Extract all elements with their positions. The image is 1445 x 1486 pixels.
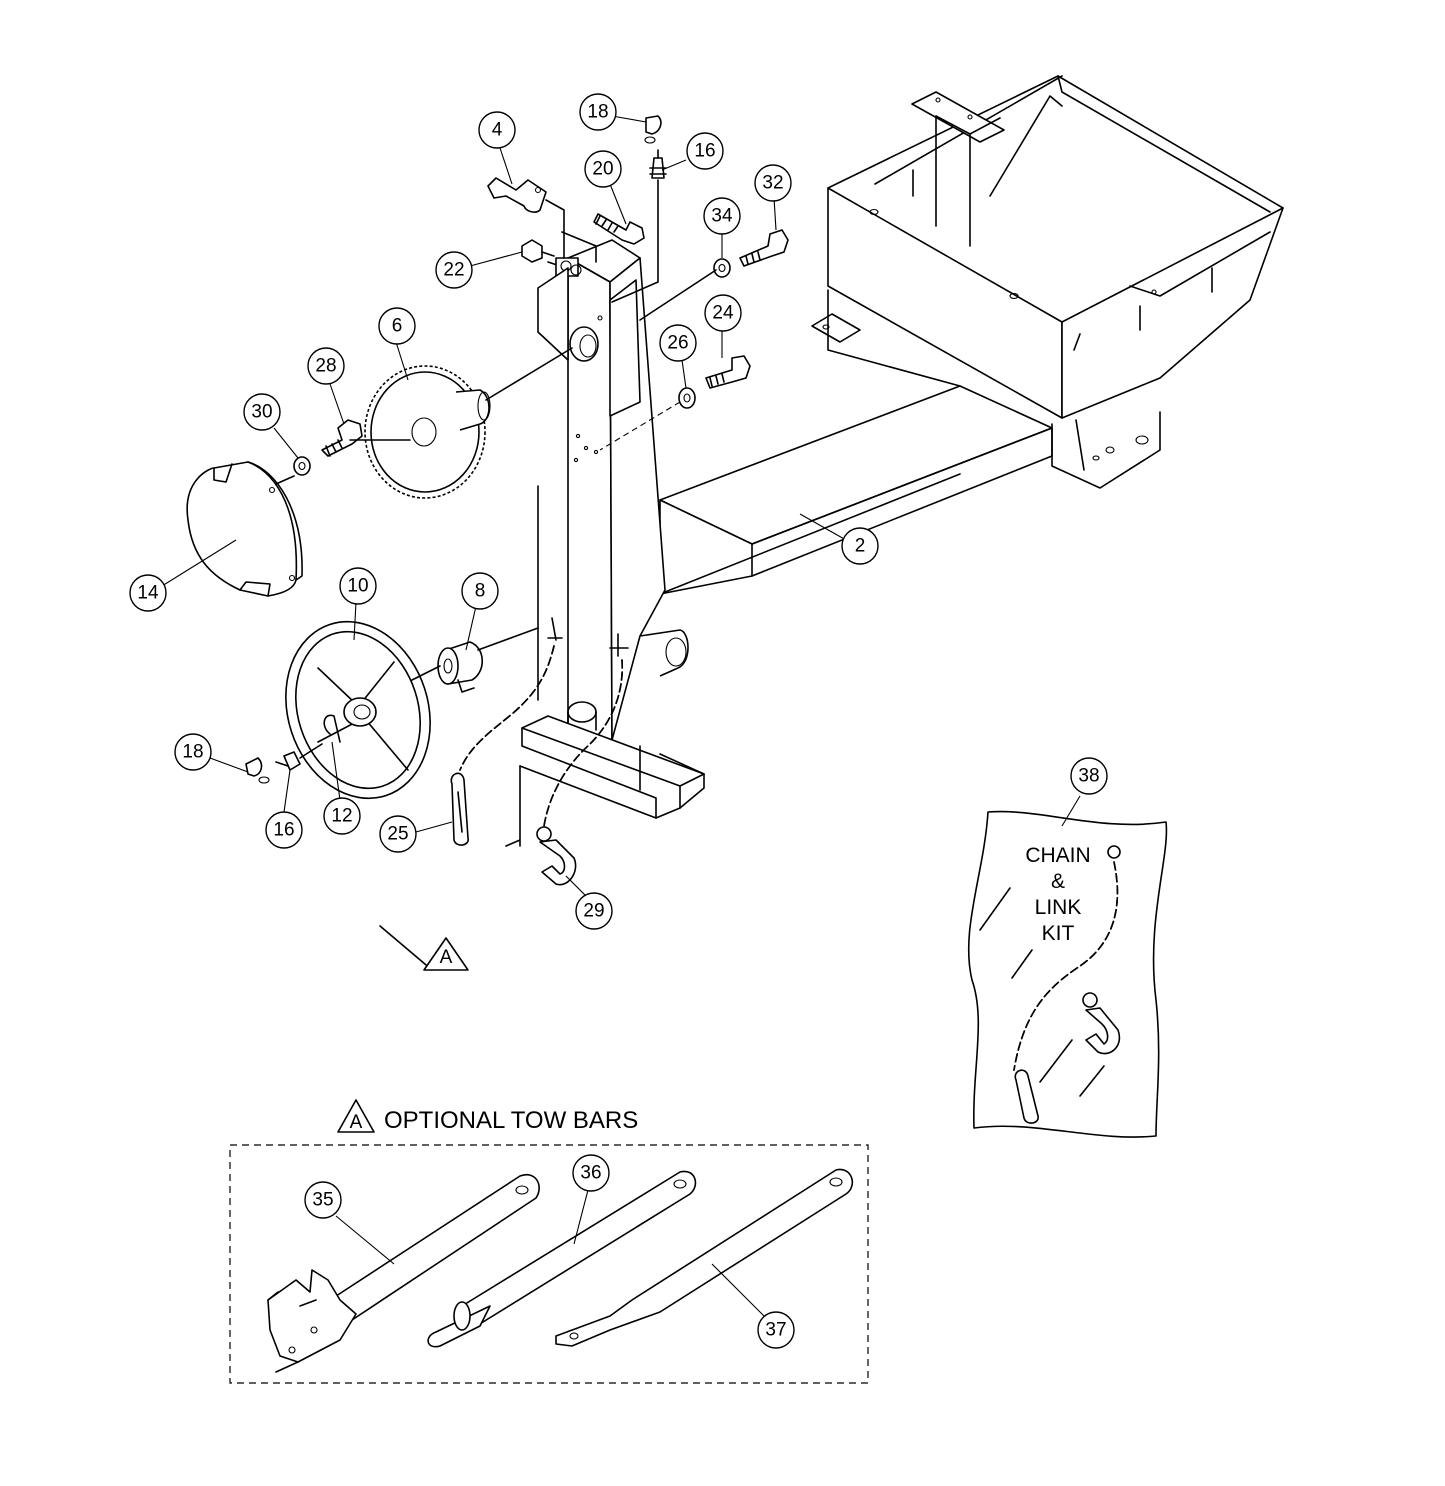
optional-tow-bars: A OPTIONAL TOW BARS — [229, 1099, 869, 1384]
callout-8: 8 — [461, 572, 499, 610]
kit-label-line4: KIT — [1042, 922, 1075, 945]
svg-text:35: 35 — [312, 1190, 333, 1211]
callout-28: 28 — [307, 347, 345, 385]
callout-16-bottom: 16 — [265, 811, 303, 849]
svg-text:24: 24 — [712, 303, 734, 324]
svg-text:20: 20 — [592, 159, 613, 180]
jack-post — [505, 231, 705, 847]
svg-text:32: 32 — [762, 173, 783, 194]
svg-text:22: 22 — [443, 260, 464, 281]
sprocket-gear — [364, 365, 491, 499]
svg-text:25: 25 — [387, 824, 408, 845]
callout-29: 29 — [575, 892, 613, 930]
callout-14: 14 — [129, 574, 167, 612]
svg-text:30: 30 — [251, 402, 272, 423]
callout-24: 24 — [704, 294, 742, 332]
callout-34: 34 — [703, 197, 741, 235]
tow-bars-frame — [229, 1144, 869, 1384]
svg-text:2: 2 — [855, 536, 866, 557]
svg-text:36: 36 — [580, 1163, 601, 1184]
svg-text:10: 10 — [347, 576, 368, 597]
svg-text:8: 8 — [475, 581, 486, 602]
svg-text:28: 28 — [315, 356, 336, 377]
svg-text:14: 14 — [137, 583, 159, 604]
callout-26: 26 — [659, 324, 697, 362]
svg-text:38: 38 — [1078, 766, 1099, 787]
callout-20: 20 — [584, 150, 622, 188]
hopper-box — [811, 75, 1284, 489]
hand-wheel — [285, 620, 484, 800]
svg-text:4: 4 — [492, 120, 503, 141]
tongue-beam — [659, 289, 1053, 595]
callout-10: 10 — [339, 567, 377, 605]
tow-bars-title: OPTIONAL TOW BARS — [384, 1107, 638, 1134]
svg-text:18: 18 — [587, 102, 608, 123]
section-a-letter: A — [440, 947, 453, 968]
callout-18-bottom: 18 — [174, 733, 212, 771]
tow-bars-marker: A — [350, 1112, 363, 1133]
callout-36: 36 — [572, 1154, 610, 1192]
svg-text:18: 18 — [182, 742, 203, 763]
callout-35: 35 — [304, 1181, 342, 1219]
svg-text:37: 37 — [765, 1320, 786, 1341]
callout-38: 38 — [1070, 757, 1108, 795]
gear-cover — [186, 461, 303, 597]
svg-text:6: 6 — [392, 316, 403, 337]
kit-label-line3: LINK — [1035, 896, 1082, 919]
svg-text:16: 16 — [694, 141, 715, 162]
svg-text:16: 16 — [273, 820, 294, 841]
callout-18-top: 18 — [579, 93, 617, 131]
kit-label-line1: CHAIN — [1025, 844, 1090, 867]
callout-12: 12 — [323, 797, 361, 835]
callout-4: 4 — [478, 111, 516, 149]
chain-link-kit-bag: CHAIN & LINK KIT — [967, 810, 1168, 1138]
svg-text:29: 29 — [583, 901, 604, 922]
safety-chains — [450, 617, 629, 886]
callout-32: 32 — [754, 164, 792, 202]
callout-22: 22 — [435, 251, 473, 289]
callout-30: 30 — [243, 393, 281, 431]
callout-37: 37 — [757, 1311, 795, 1349]
svg-text:34: 34 — [711, 206, 733, 227]
svg-text:12: 12 — [331, 806, 352, 827]
callout-2: 2 — [841, 527, 879, 565]
callout-25: 25 — [379, 815, 417, 853]
leader-lines — [161, 115, 1081, 1317]
kit-label-line2: & — [1051, 870, 1065, 893]
callout-6: 6 — [378, 307, 416, 345]
section-a-marker: A — [379, 925, 469, 971]
svg-text:26: 26 — [667, 333, 688, 354]
hardware — [245, 115, 789, 784]
callout-16-top: 16 — [686, 132, 724, 170]
